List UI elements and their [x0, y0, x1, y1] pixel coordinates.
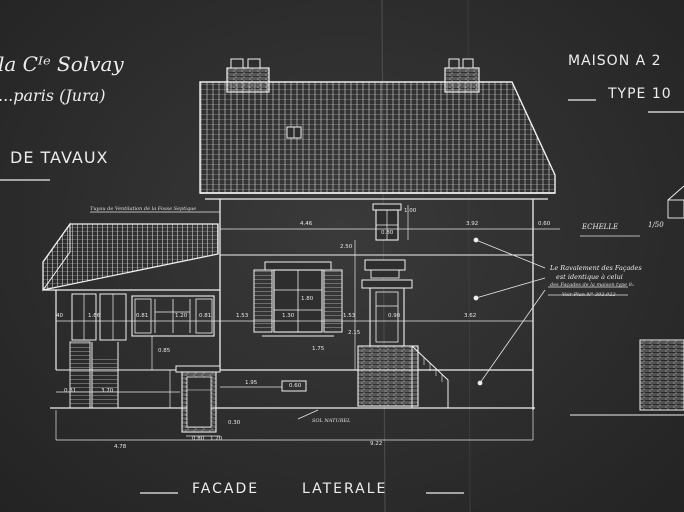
annex-wall	[55, 290, 220, 409]
entrance-porch	[357, 259, 449, 408]
chimney-left	[226, 58, 270, 93]
fold-line	[381, 0, 386, 512]
dim-label: 2.15	[348, 330, 361, 336]
chimney-right	[444, 58, 480, 93]
dim-label: 1.53	[343, 313, 356, 319]
facade-note-line1: Le Ravalement des Façades	[550, 264, 642, 272]
facade-note-line3: des Façades de la maison type 8ₐ	[550, 282, 634, 288]
type-label: TYPE 10	[608, 86, 672, 102]
house-title: MAISON A 2	[568, 53, 662, 69]
dim-label: 0.60	[538, 221, 551, 227]
location-name: ...paris (Jura)	[0, 86, 106, 105]
facade-note-line4: Voir Plan N° 392.022	[562, 292, 616, 298]
dim-label: 0.80	[192, 436, 205, 442]
footer-title-right: LATERALE	[302, 481, 388, 497]
dim-label: 1.53	[236, 313, 249, 319]
site-title: DE TAVAUX	[10, 148, 109, 167]
dim-label: 1.75	[312, 346, 325, 352]
dim-label: 0.60	[289, 383, 302, 389]
dim-label: 1.20	[210, 436, 223, 442]
facade-note-line2: est identique à celui	[556, 273, 623, 281]
ventilation-note: Tuyau de Ventilation de la Fosse Septiqu…	[90, 206, 197, 212]
company-name: la Cᴵᵉ Solvay	[0, 52, 124, 76]
dim-label: 1.95	[245, 380, 258, 386]
dim-label: 1.20	[175, 313, 188, 319]
ground-label: SOL NATUREL	[312, 418, 351, 424]
dim-label: 0.90	[388, 313, 401, 319]
dim-label: 0.80	[381, 230, 394, 236]
title-strokes	[0, 99, 684, 494]
dim-label: 0.85	[158, 348, 171, 354]
dim-label: 0.81	[136, 313, 149, 319]
dim-label: 3.92	[466, 221, 479, 227]
scale-value: 1/50	[648, 221, 664, 229]
dimension-lines	[55, 205, 560, 441]
dim-label: 40	[56, 313, 63, 319]
annex-roof	[42, 222, 220, 292]
dim-label: 1.30	[282, 313, 295, 319]
scale-label: ECHELLE	[582, 223, 619, 231]
dim-label: 4.78	[114, 444, 127, 450]
dim-label: 4.46	[300, 221, 313, 227]
dim-label: 1.00	[404, 208, 417, 214]
main-roof	[199, 81, 556, 200]
cellar-vent	[281, 380, 307, 392]
dim-label: 3.70	[101, 388, 114, 394]
note-leaders	[297, 235, 640, 420]
dim-label: 1.80	[301, 296, 314, 302]
dim-label: 9.22	[370, 441, 383, 447]
upper-window	[372, 203, 402, 241]
cellar-door	[175, 365, 221, 433]
dim-label: 0.30	[228, 420, 241, 426]
adjacent-house	[570, 185, 684, 416]
dim-label: 0.31	[64, 388, 77, 394]
footer-title-left: FACADE	[192, 481, 260, 497]
dim-label: 0.81	[199, 313, 212, 319]
dim-label: 1.66	[88, 313, 101, 319]
main-window	[253, 261, 343, 337]
dim-label: 2.50	[340, 244, 353, 250]
dim-label: 3.62	[464, 313, 477, 319]
